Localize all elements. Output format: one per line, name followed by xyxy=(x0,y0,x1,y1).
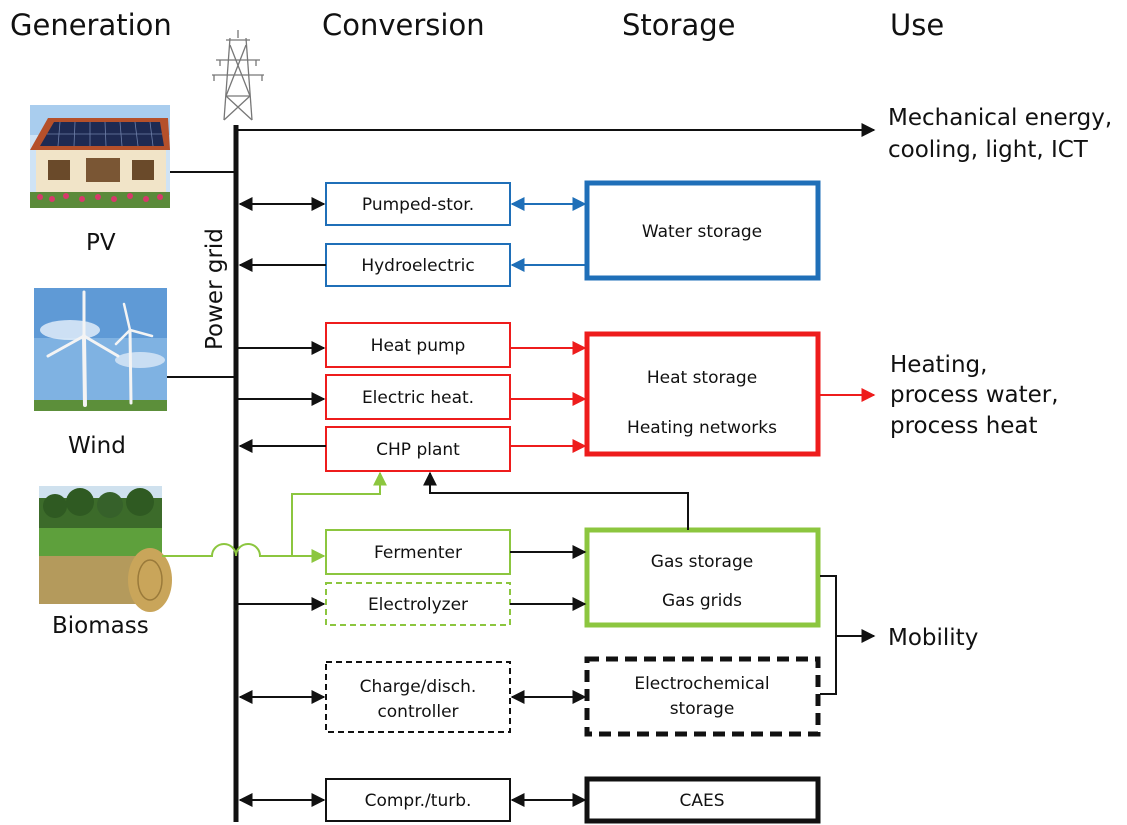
gas-storage-box xyxy=(584,527,821,628)
heat-storage-line1: Heat storage xyxy=(647,368,757,388)
biomass-feed-line xyxy=(162,543,326,563)
pumped-storage-label: Pumped-stor. xyxy=(362,195,474,215)
use-heating-line1: Heating, xyxy=(890,352,987,378)
use-heating-line3: process heat xyxy=(890,413,1038,439)
power-grid-label: Power grid xyxy=(202,228,228,350)
electric-heating-box xyxy=(325,374,511,420)
hydroelectric-box xyxy=(325,243,511,287)
header-use: Use xyxy=(890,8,944,42)
gas-chp-arrow xyxy=(423,471,689,530)
electric-heating-label: Electric heat. xyxy=(362,388,474,408)
electrochemical-storage-box xyxy=(584,656,821,737)
pv-label: PV xyxy=(86,230,116,256)
water-storage-box xyxy=(584,180,821,281)
electrochemical-storage-line2: storage xyxy=(670,699,735,719)
biomass-label: Biomass xyxy=(52,613,149,639)
heat-pump-label: Heat pump xyxy=(371,336,466,356)
charge-controller-box xyxy=(325,661,511,733)
electrochemical-storage-line1: Electrochemical xyxy=(634,674,769,694)
header-storage: Storage xyxy=(622,8,735,42)
charge-controller-line2: controller xyxy=(377,702,458,722)
gas-storage-line1: Gas storage xyxy=(651,552,753,572)
compressor-turbine-box xyxy=(325,778,511,822)
heat-storage-box xyxy=(584,331,821,457)
charge-controller-line1: Charge/disch. xyxy=(360,677,477,697)
pv-house-image xyxy=(30,105,170,208)
caes-label: CAES xyxy=(679,791,724,811)
heat-storage-line2: Heating networks xyxy=(627,418,777,438)
use-mobility-label: Mobility xyxy=(888,625,978,651)
transmission-tower-icon xyxy=(212,30,264,121)
heat-pump-box xyxy=(325,322,511,368)
header-generation: Generation xyxy=(10,8,172,42)
header-conversion: Conversion xyxy=(322,8,485,42)
biomass-field-image xyxy=(39,486,172,612)
use-heating-line2: process water, xyxy=(890,382,1059,408)
wind-turbines-image xyxy=(34,288,167,411)
chp-plant-box xyxy=(325,426,511,472)
electrolyzer-label: Electrolyzer xyxy=(368,595,468,615)
use-mechanical-line1: Mechanical energy, xyxy=(888,105,1112,131)
use-mechanical-line2: cooling, light, ICT xyxy=(888,137,1089,163)
chp-plant-label: CHP plant xyxy=(376,440,460,460)
gas-storage-line2: Gas grids xyxy=(662,591,742,611)
fermenter-label: Fermenter xyxy=(374,543,462,563)
water-storage-label: Water storage xyxy=(642,222,762,242)
hydroelectric-label: Hydroelectric xyxy=(361,256,474,276)
mobility-connector xyxy=(820,575,837,695)
biomass-chp-line xyxy=(291,471,387,556)
caes-box xyxy=(584,776,821,824)
pumped-storage-box xyxy=(325,182,511,226)
compressor-turbine-label: Compr./turb. xyxy=(365,791,472,811)
wind-label: Wind xyxy=(68,433,126,459)
